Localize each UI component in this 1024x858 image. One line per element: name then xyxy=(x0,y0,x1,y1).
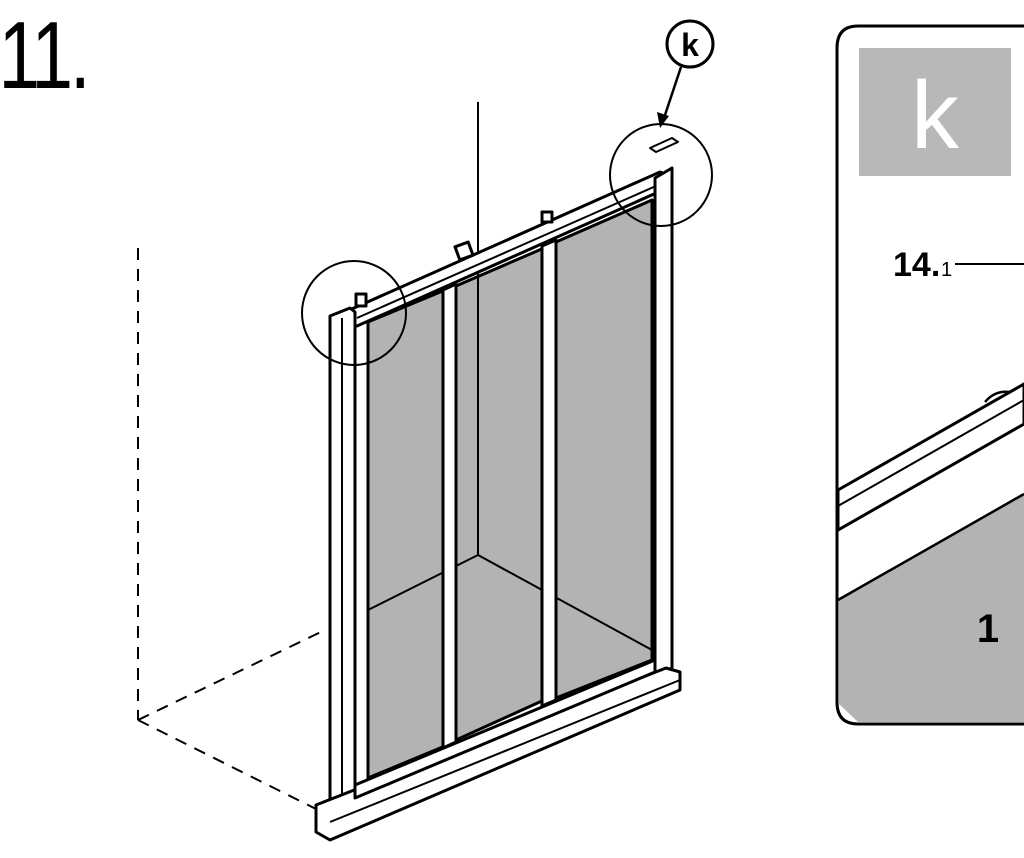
detail-badge-letter: k xyxy=(911,62,960,169)
step-number: 11. xyxy=(0,2,88,109)
callout-k: k xyxy=(657,19,715,128)
detail-part-sublabel: 1 xyxy=(941,259,952,281)
roller-right xyxy=(540,210,554,224)
detail-region-label: 1 xyxy=(977,607,999,651)
detail-part-label: 14. xyxy=(893,246,940,284)
glass-panel-left xyxy=(366,288,447,780)
dashed-floor-outline xyxy=(137,248,326,811)
detail-badge xyxy=(859,48,1011,176)
mullion-left xyxy=(441,282,458,750)
right-post xyxy=(653,166,674,678)
bottom-rail xyxy=(353,658,657,800)
shower-door-assembly xyxy=(314,102,682,842)
glass-panel-middle xyxy=(454,246,546,742)
callout-circle xyxy=(665,19,715,69)
callout-letter: k xyxy=(681,27,699,63)
part-k-piece xyxy=(649,137,679,153)
detail-magnifier-circle xyxy=(301,260,407,366)
mullion-right xyxy=(540,238,558,708)
callout-arrow xyxy=(662,66,683,119)
detail-panel: k 14. 1 1 xyxy=(835,24,1024,726)
detail-glass-region xyxy=(839,494,1024,722)
roller-left xyxy=(354,292,368,308)
callout-arrowhead xyxy=(657,112,669,128)
detail-rail xyxy=(836,382,1024,602)
roller-middle xyxy=(453,240,475,262)
back-wall-lines xyxy=(367,102,653,651)
